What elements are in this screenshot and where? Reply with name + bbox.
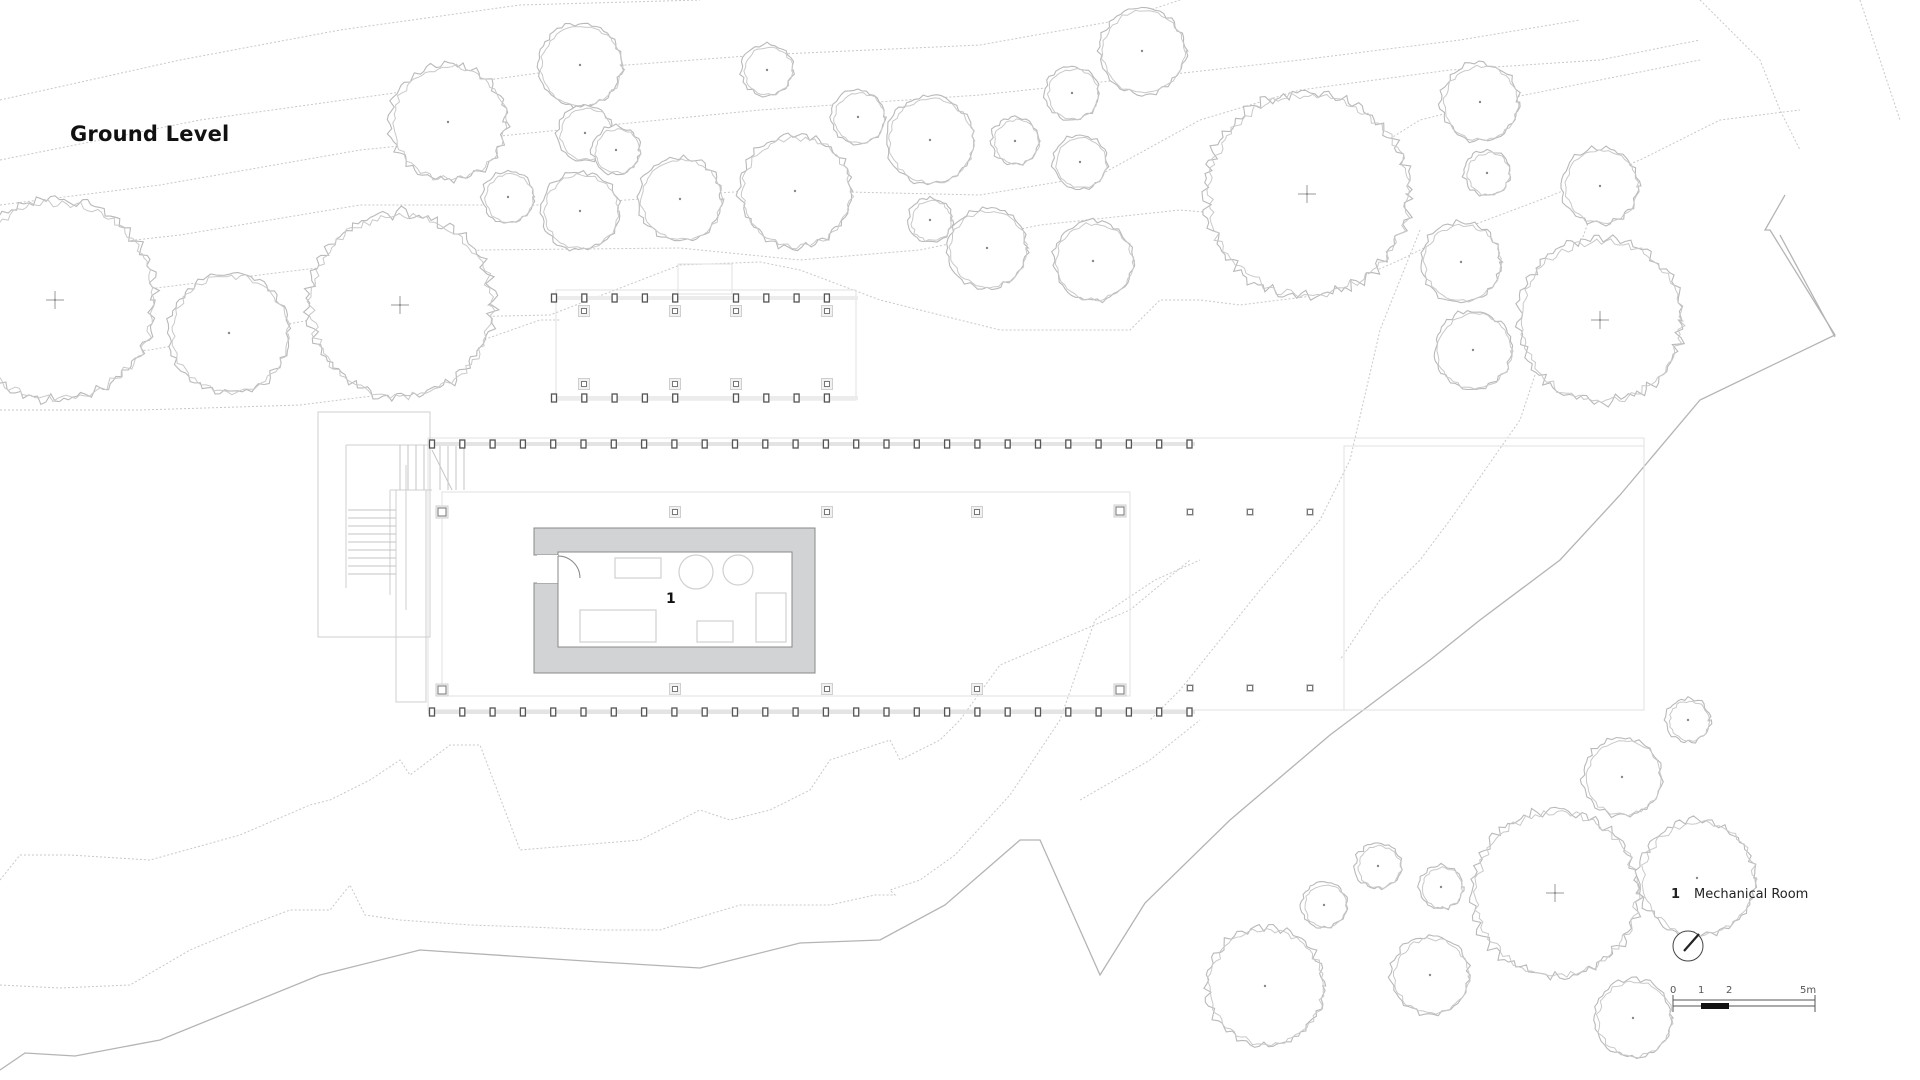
scale-label-2: 2 (1726, 985, 1733, 996)
legend-number: 1 (1671, 887, 1681, 902)
staircase (345, 444, 465, 610)
scale-label-5m: 5m (1800, 985, 1817, 996)
legend-item: 1 Mechanical Room (1671, 887, 1808, 902)
structural-pads (435, 305, 1314, 697)
room-number-label: 1 (666, 591, 676, 607)
legend-label: Mechanical Room (1694, 887, 1809, 902)
trees (0, 6, 1759, 1059)
main-colonnade (428, 439, 1195, 717)
mechanical-room (533, 527, 816, 674)
scale-bar (1672, 995, 1816, 1012)
site-edges (0, 194, 1836, 1071)
north-arrow-icon (1672, 930, 1704, 962)
scale-label-0: 0 (1670, 985, 1677, 996)
drawing-title: Ground Level (70, 122, 230, 146)
scale-label-1: 1 (1698, 985, 1705, 996)
upper-pergola-columns (550, 293, 858, 403)
